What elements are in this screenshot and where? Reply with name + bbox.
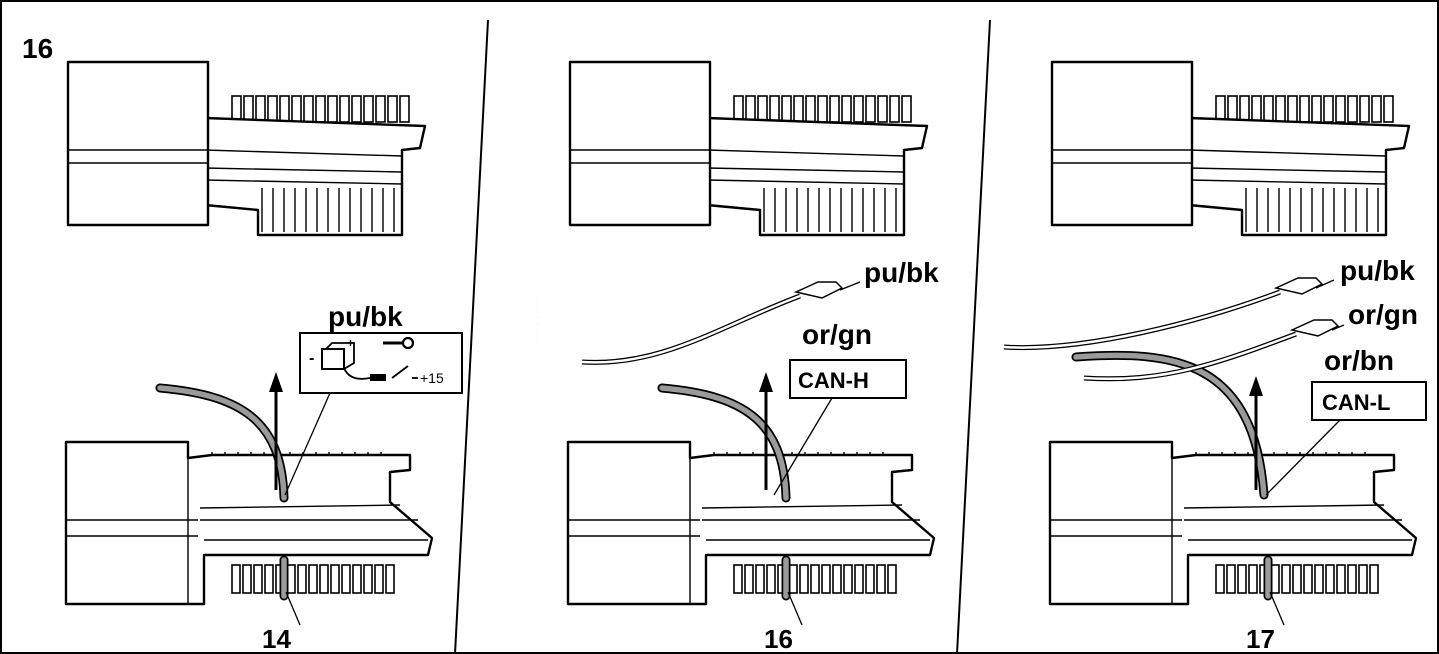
bottom-connector <box>64 440 434 606</box>
top-connector <box>66 60 427 237</box>
step-number: 14 <box>262 624 291 654</box>
wire-label: pu/bk <box>328 301 403 332</box>
terminal-label: +15 <box>420 370 444 386</box>
battery-icon: -+ <box>309 336 355 370</box>
panel-divider <box>454 19 489 654</box>
wire-label: pu/bk <box>1340 255 1415 286</box>
step-number: 17 <box>1246 624 1275 654</box>
wire-label: pu/bk <box>864 257 939 288</box>
top-connector <box>1050 60 1411 237</box>
step-number: 16 <box>764 624 793 654</box>
callout-text: CAN-H <box>798 368 869 393</box>
ignition-callout: -++15 <box>299 332 463 394</box>
bottom-connector <box>566 440 936 606</box>
wire-label: or/gn <box>1348 299 1418 330</box>
top-connector <box>568 60 929 237</box>
wire-label: or/gn <box>802 319 872 350</box>
switch-icon <box>343 365 418 381</box>
svg-text:+: + <box>347 336 354 350</box>
bottom-connector <box>1048 440 1418 606</box>
figure-number: 16 <box>22 33 53 64</box>
svg-text:-: - <box>309 350 314 367</box>
can-h-callout: CAN-H <box>789 359 907 399</box>
panel-divider <box>956 19 991 654</box>
callout-text: CAN-L <box>1322 390 1390 415</box>
wire-label: or/bn <box>1324 345 1394 376</box>
ignition-key-icon <box>383 336 415 350</box>
can-l-callout: CAN-L <box>1311 381 1427 421</box>
